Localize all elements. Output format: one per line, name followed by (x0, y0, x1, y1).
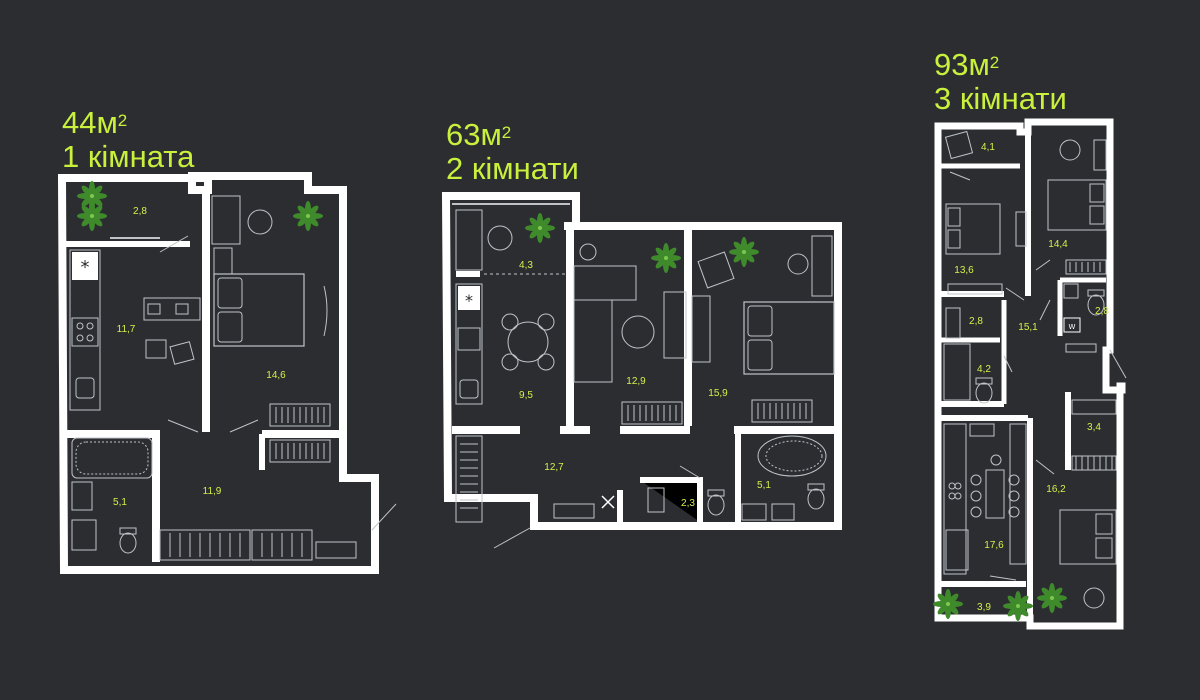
plan-3-room-area: 16,2 (1046, 484, 1066, 495)
plan-3-room-area: 2,8 (969, 316, 983, 327)
plan-2-room-area: 4,3 (519, 260, 533, 271)
plan-2-room-area: 9,5 (519, 390, 533, 401)
plan-2-room-area: 12,7 (544, 462, 564, 473)
plan-2-area: 63м2 (446, 117, 512, 152)
plan-2-room-area: 2,3 (681, 498, 695, 509)
svg-text:*: * (81, 257, 90, 278)
plan-3-room-area: 4,1 (981, 142, 995, 153)
plan-1-room-area: 2,8 (133, 206, 147, 217)
plan-1-room-area: 11,9 (203, 486, 222, 497)
plan-3-room-area: 3,4 (1087, 422, 1101, 433)
plan-1-title: 44м2 1 кімната (62, 106, 194, 174)
plan-3-room-area: 4,2 (977, 364, 991, 375)
plan-2-room-area: 12,9 (626, 376, 646, 387)
svg-text:*: * (465, 291, 473, 310)
plan-2-title: 63м2 2 кімнати (446, 118, 579, 186)
plan-1: * 2,8 11,7 14 (57, 172, 397, 574)
plan-1-room-area: 5,1 (113, 497, 127, 508)
plan-3-rooms: 3 кімнати (934, 81, 1067, 116)
plan-3-room-area: 2,8 (1095, 306, 1109, 317)
plan-2: * 4,3 (441, 192, 842, 549)
plan-3: W 4,1 13,6 14,4 2,8 (933, 118, 1127, 630)
plan-3-room-area: 3,9 (977, 602, 991, 613)
plan-3-room-area: 14,4 (1048, 239, 1068, 250)
plan-3-area: 93м2 (934, 47, 1000, 82)
plan-1-area: 44м2 (62, 105, 128, 140)
plan-3-room-area: 15,1 (1018, 322, 1038, 333)
plan-3-title: 93м2 3 кімнати (934, 48, 1067, 116)
plan-3-room-area: 13,6 (954, 265, 974, 276)
svg-text:W: W (1069, 323, 1076, 331)
plan-1-rooms: 1 кімната (62, 139, 195, 174)
plan-1-room-area: 11,7 (117, 324, 136, 335)
plan-3-room-area: 17,6 (984, 540, 1004, 551)
plan-2-rooms: 2 кімнати (446, 151, 579, 186)
plan-1-room-area: 14,6 (266, 370, 286, 381)
plan-2-room-area: 5,1 (757, 480, 771, 491)
plan-2-room-area: 15,9 (708, 388, 728, 399)
